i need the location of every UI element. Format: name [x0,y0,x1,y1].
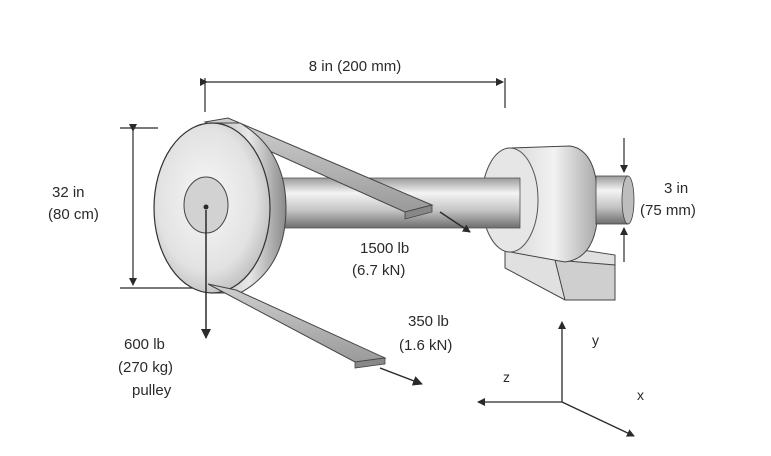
slack-side-label-line2: (1.6 kN) [399,337,452,354]
diameter-label-line1: 32 in [52,184,85,201]
lower-belt [207,283,423,386]
weight-label-line2: (270 kg) [118,359,173,376]
shaft-label-line1: 3 in [664,180,688,197]
coordinate-axes [477,321,635,437]
axis-label-x: x [637,387,644,403]
length-dimension [200,78,506,112]
weight-label-line1: 600 lb [124,336,165,353]
weight-label-line3: pulley [132,382,172,399]
diameter-dimension [120,124,205,289]
length-label: 8 in (200 mm) [309,58,402,75]
tight-side-label-line2: (6.7 kN) [352,262,405,279]
shaft-end [595,175,635,225]
axis-label-y: y [592,332,599,348]
shaft-label-line2: (75 mm) [640,202,696,219]
tight-side-label-line1: 1500 lb [360,240,409,257]
diameter-label-line2: (80 cm) [48,206,99,223]
slack-side-label-line1: 350 lb [408,313,449,330]
pulley [153,122,287,294]
axis-label-z: z [503,369,510,385]
